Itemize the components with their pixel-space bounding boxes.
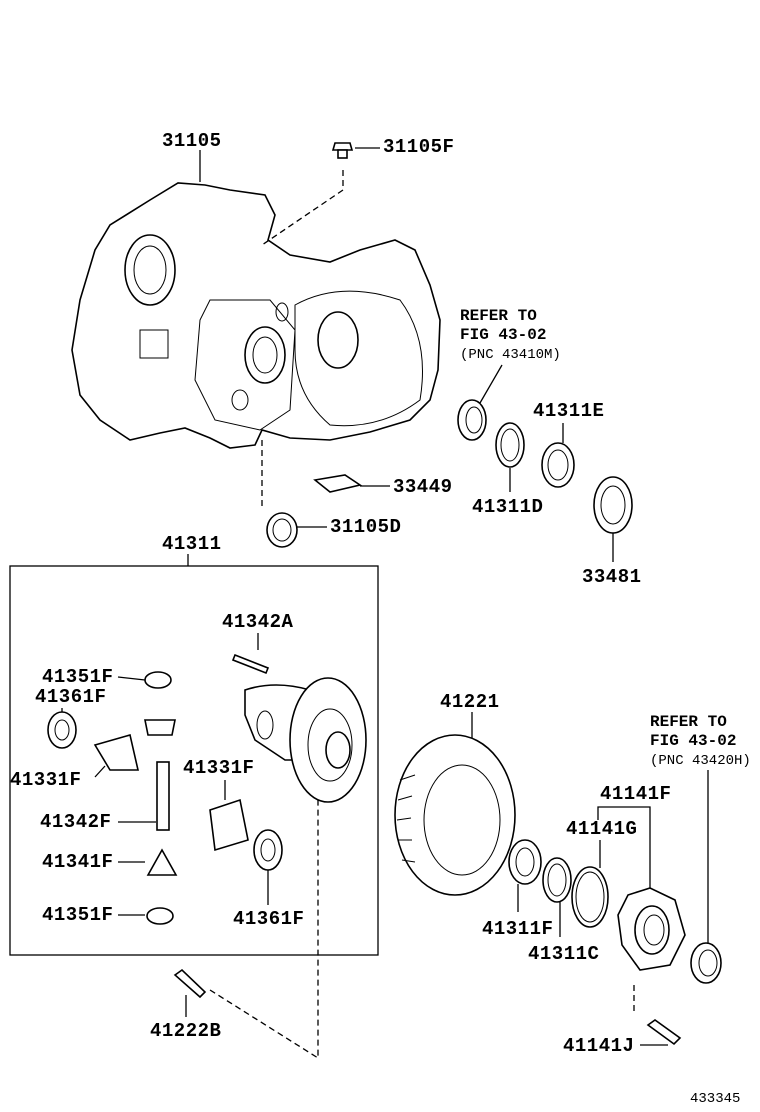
label-41221: 41221 <box>440 691 500 713</box>
washer-hole <box>260 838 276 862</box>
part-33449 <box>313 474 362 493</box>
shim-41311C <box>542 857 572 903</box>
label-41311: 41311 <box>162 533 222 555</box>
label-41311F: 41311F <box>482 918 553 940</box>
washer-41351F <box>144 671 172 689</box>
seal-inner <box>698 949 718 977</box>
plug-31105F <box>331 142 354 159</box>
dashed-leader <box>261 170 344 246</box>
label-41311E: 41311E <box>533 400 604 422</box>
oil-seal-43410M <box>457 399 487 441</box>
label-31105D: 31105D <box>330 516 401 538</box>
figure-id: 433345 <box>690 1091 740 1107</box>
pin-41342A <box>231 653 270 675</box>
side-gear-41331F-right <box>209 798 249 852</box>
pinion-gear-top <box>144 719 176 736</box>
bearing-inner <box>515 847 535 877</box>
label-41361F-right: 41361F <box>233 908 304 930</box>
oil-seal-31105D <box>266 512 298 548</box>
label-41311C: 41311C <box>528 943 599 965</box>
label-33449: 33449 <box>393 476 453 498</box>
label-41331F-left: 41331F <box>10 769 81 791</box>
pinion-gear-41341F <box>146 848 178 876</box>
leader-41351F <box>117 676 146 681</box>
oil-seal-33481 <box>593 476 633 534</box>
refer-fig-label[interactable]: FIG 43-02 <box>460 326 546 344</box>
label-41331F-right: 41331F <box>183 757 254 779</box>
label-31105F: 31105F <box>383 136 454 158</box>
bolt-41141J <box>646 1019 682 1046</box>
refer-pnc-label-2[interactable]: (PNC 43420H) <box>650 753 751 769</box>
label-41341F: 41341F <box>42 851 113 873</box>
refer-to-label-2[interactable]: REFER TO <box>650 713 727 731</box>
shim-41311D <box>495 422 525 468</box>
label-41351F-top: 41351F <box>42 666 113 688</box>
label-31105: 31105 <box>162 130 222 152</box>
bolt-41222B <box>173 968 207 999</box>
o-ring-inner <box>575 871 605 923</box>
label-33481: 33481 <box>582 566 642 588</box>
washer-41351F-bottom <box>146 907 174 925</box>
label-41141G: 41141G <box>566 818 637 840</box>
transaxle-housing <box>71 182 441 449</box>
label-41361F-left: 41361F <box>35 686 106 708</box>
ring-gear-41221 <box>394 734 516 896</box>
washer-hole <box>54 719 70 741</box>
label-41342F: 41342F <box>40 811 111 833</box>
label-41222B: 41222B <box>150 1020 221 1042</box>
bearing-41311E <box>541 442 575 488</box>
bearing-41311F <box>508 839 542 885</box>
label-41342A: 41342A <box>222 611 294 633</box>
washer-41361F-right <box>253 829 283 871</box>
differential-case <box>244 677 367 803</box>
leader-41331F-left <box>94 765 106 778</box>
differential-assembly-box <box>9 565 379 956</box>
side-gear-41331F-left <box>93 733 140 771</box>
dashed-leader <box>209 800 319 1060</box>
leader-41141F <box>597 806 651 890</box>
shaft-41342F <box>156 761 170 831</box>
refer-fig-label-2[interactable]: FIG 43-02 <box>650 732 736 750</box>
refer-pnc-label[interactable]: (PNC 43410M) <box>460 347 561 363</box>
label-41141J: 41141J <box>563 1035 634 1057</box>
leader-ref1 <box>479 364 503 404</box>
shim-hole <box>547 863 567 897</box>
retainer-41141F <box>617 887 686 971</box>
refer-to-label[interactable]: REFER TO <box>460 307 537 325</box>
label-41141F: 41141F <box>600 783 671 805</box>
o-ring-41141G <box>571 866 609 928</box>
label-41351F-bottom: 41351F <box>42 904 113 926</box>
label-41311D: 41311D <box>472 496 543 518</box>
washer-41361F-left <box>47 711 77 749</box>
